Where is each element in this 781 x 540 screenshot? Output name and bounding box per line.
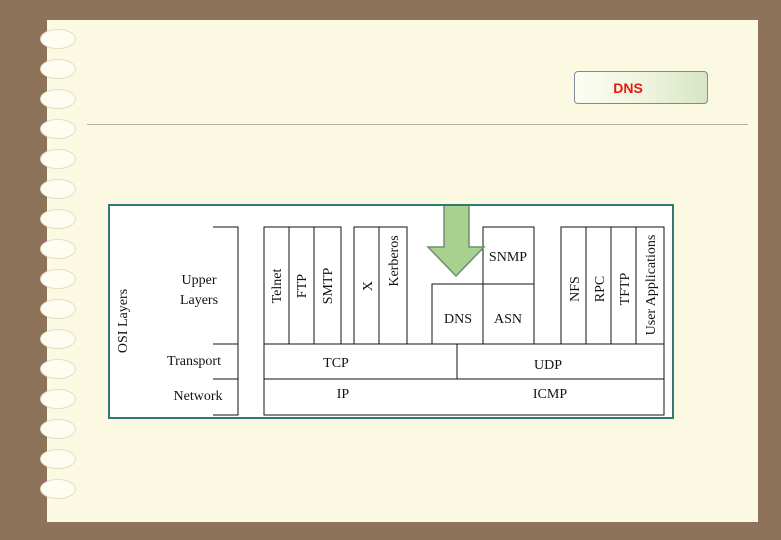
user-applications-label: User Applications xyxy=(644,235,659,336)
osi-bracket xyxy=(213,226,239,416)
binding-ring xyxy=(40,89,76,109)
tftp-label: TFTP xyxy=(618,272,633,305)
title-divider xyxy=(87,124,748,125)
smtp-label: SMTP xyxy=(321,268,336,305)
upper-layers-label-1: Upper xyxy=(182,273,217,288)
protocol-stack-svg: OSI Layers Upper Layers Transport Networ… xyxy=(116,206,665,416)
dns-label: DNS xyxy=(444,312,472,327)
ftp-label: FTP xyxy=(295,274,310,298)
binding-ring xyxy=(40,29,76,49)
rpc-label: RPC xyxy=(593,276,608,302)
network-label: Network xyxy=(174,389,223,404)
binding-ring xyxy=(40,239,76,259)
osi-layers-label: OSI Layers xyxy=(116,289,131,353)
binding-ring xyxy=(40,269,76,289)
snmp-label: SNMP xyxy=(489,250,527,265)
binding-ring xyxy=(40,209,76,229)
binding-ring xyxy=(40,119,76,139)
binding-ring xyxy=(40,389,76,409)
icmp-label: ICMP xyxy=(533,387,567,402)
binding-ring xyxy=(40,149,76,169)
transport-label: Transport xyxy=(167,354,221,369)
binding-ring xyxy=(40,299,76,319)
upper-layers-label-2: Layers xyxy=(180,293,218,308)
udp-label: UDP xyxy=(534,358,562,373)
binding-ring xyxy=(40,359,76,379)
nfs-label: NFS xyxy=(568,276,583,302)
transport-box-tcp xyxy=(263,343,458,380)
telnet-label: Telnet xyxy=(270,268,285,303)
binding-ring xyxy=(40,419,76,439)
protocol-stack-diagram: OSI Layers Upper Layers Transport Networ… xyxy=(108,204,674,419)
x-label: X xyxy=(361,281,376,291)
slide-title: DNS xyxy=(613,79,643,96)
ip-label: IP xyxy=(337,387,350,402)
network-box xyxy=(263,378,665,416)
pointer-arrow-icon xyxy=(426,206,486,278)
binding-ring xyxy=(40,479,76,499)
asn-label: ASN xyxy=(494,312,522,327)
binding-ring xyxy=(40,449,76,469)
title-tab: DNS xyxy=(574,71,708,104)
tcp-label: TCP xyxy=(323,356,349,371)
kerberos-label: Kerberos xyxy=(387,235,402,286)
binding-ring xyxy=(40,59,76,79)
binding-ring xyxy=(40,329,76,349)
binding-ring xyxy=(40,179,76,199)
